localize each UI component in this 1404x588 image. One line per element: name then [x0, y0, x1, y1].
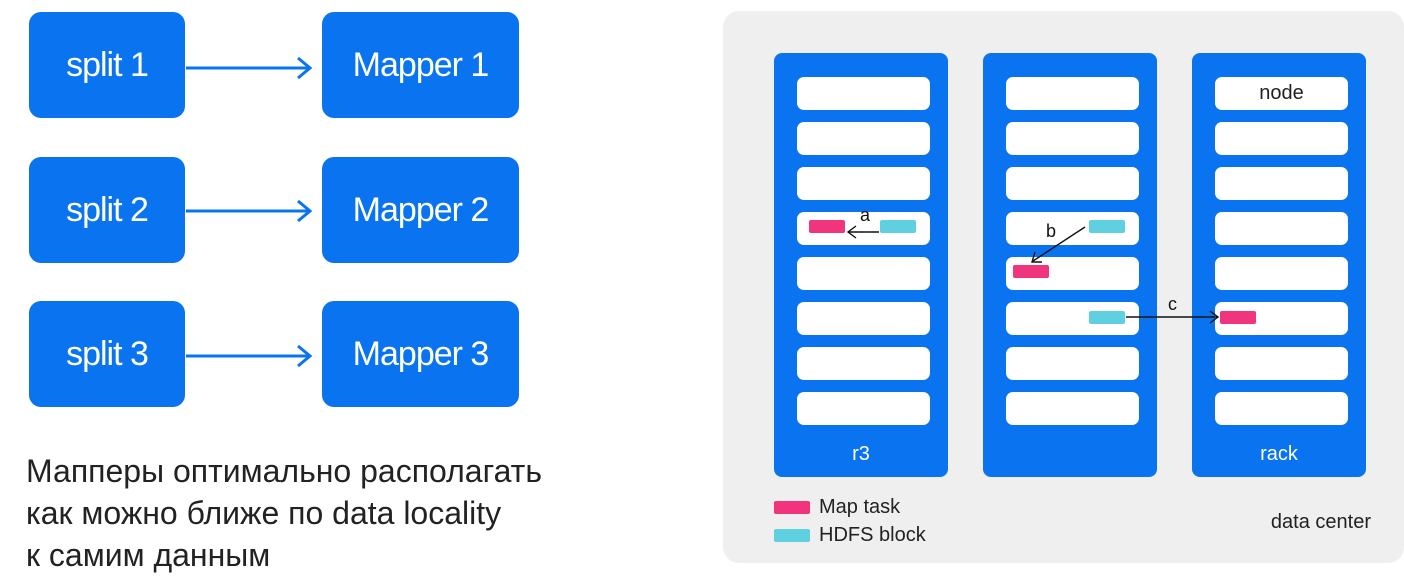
- split-1-to-mapper-1-arrow: [186, 56, 313, 80]
- hdfs-block-a: [880, 220, 916, 233]
- split-3-to-mapper-3-arrow: [186, 344, 313, 368]
- rack-2-node-2: [1006, 122, 1139, 155]
- caption-line-3: к самим данным: [26, 537, 271, 573]
- split-1-label: split 1: [66, 45, 149, 84]
- rack-2-node-7: [1006, 347, 1139, 380]
- rack-2-node-3: [1006, 167, 1139, 200]
- map-task-b: [1013, 265, 1049, 278]
- rack-3-node-8: [1215, 392, 1348, 425]
- rack-2-node-8: [1006, 392, 1139, 425]
- caption-line-2: как можно ближе по data locality: [26, 495, 502, 531]
- data-center-panel: r3 node rack: [723, 11, 1404, 563]
- rack-1-node-2: [797, 122, 930, 155]
- mapper-1-label: Mapper 1: [352, 45, 490, 84]
- rack-1-node-7: [797, 347, 930, 380]
- rack-r3: r3: [774, 53, 948, 477]
- arrow-b-label: b: [1046, 221, 1057, 241]
- hdfs-block-swatch: [774, 529, 810, 542]
- split-2-to-mapper-2-arrow: [186, 199, 313, 223]
- rack-3-node-1: node: [1215, 77, 1348, 110]
- rack-1-node-6: [797, 302, 930, 335]
- hdfs-block-c: [1089, 311, 1125, 324]
- map-task-a: [809, 220, 845, 233]
- rack-3-label: rack: [1260, 443, 1298, 465]
- rack-3-node-4: [1215, 212, 1348, 245]
- split-2-box: split 2: [29, 157, 185, 263]
- arrow-b-head: [1031, 251, 1042, 263]
- rack-1-node-5: [797, 257, 930, 290]
- rack-rack: node rack: [1192, 53, 1366, 477]
- caption-line-1: Мапперы оптимально располагать: [26, 453, 542, 489]
- map-task-swatch: [774, 501, 810, 514]
- mapper-3-box: Mapper 3: [322, 301, 519, 407]
- arrow-c-label: c: [1168, 294, 1177, 314]
- arrow-c-head: [1209, 310, 1220, 324]
- arrow-a-label: a: [860, 205, 871, 225]
- map-task-c: [1220, 311, 1256, 324]
- arrow-b-line: [1032, 226, 1086, 262]
- split-3-label: split 3: [66, 334, 149, 373]
- mapper-2-label: Mapper 2: [352, 190, 490, 229]
- rack-1-node-8: [797, 392, 930, 425]
- legend-hdfs-block: HDFS block: [774, 524, 926, 547]
- legend-map-task-label: Map task: [819, 496, 901, 518]
- split-2-label: split 2: [66, 190, 149, 229]
- split-1-box: split 1: [29, 12, 185, 118]
- rack-2-node-1: [1006, 77, 1139, 110]
- mapper-1-box: Mapper 1: [322, 12, 519, 118]
- rack-2: [983, 53, 1157, 477]
- arrow-a-head: [846, 225, 857, 239]
- rack-1-label: r3: [852, 443, 870, 465]
- mapper-3-label: Mapper 3: [352, 334, 490, 373]
- rack-3-node-2: [1215, 122, 1348, 155]
- legend-hdfs-block-label: HDFS block: [819, 524, 926, 546]
- data-center-label: data center: [1270, 511, 1371, 533]
- rack-3-node-5: [1215, 257, 1348, 290]
- split-3-box: split 3: [29, 301, 185, 407]
- caption: Мапперы оптимально располагать как можно…: [26, 450, 666, 576]
- hdfs-block-b: [1089, 220, 1125, 233]
- rack-3-node-7: [1215, 347, 1348, 380]
- rack-3-node-3: [1215, 167, 1348, 200]
- rack-1-node-1: [797, 77, 930, 110]
- locality-arrows-overlay: [809, 220, 1256, 324]
- legend-map-task: Map task: [774, 496, 900, 519]
- mapper-2-box: Mapper 2: [322, 157, 519, 263]
- rack-1-node-3: [797, 167, 930, 200]
